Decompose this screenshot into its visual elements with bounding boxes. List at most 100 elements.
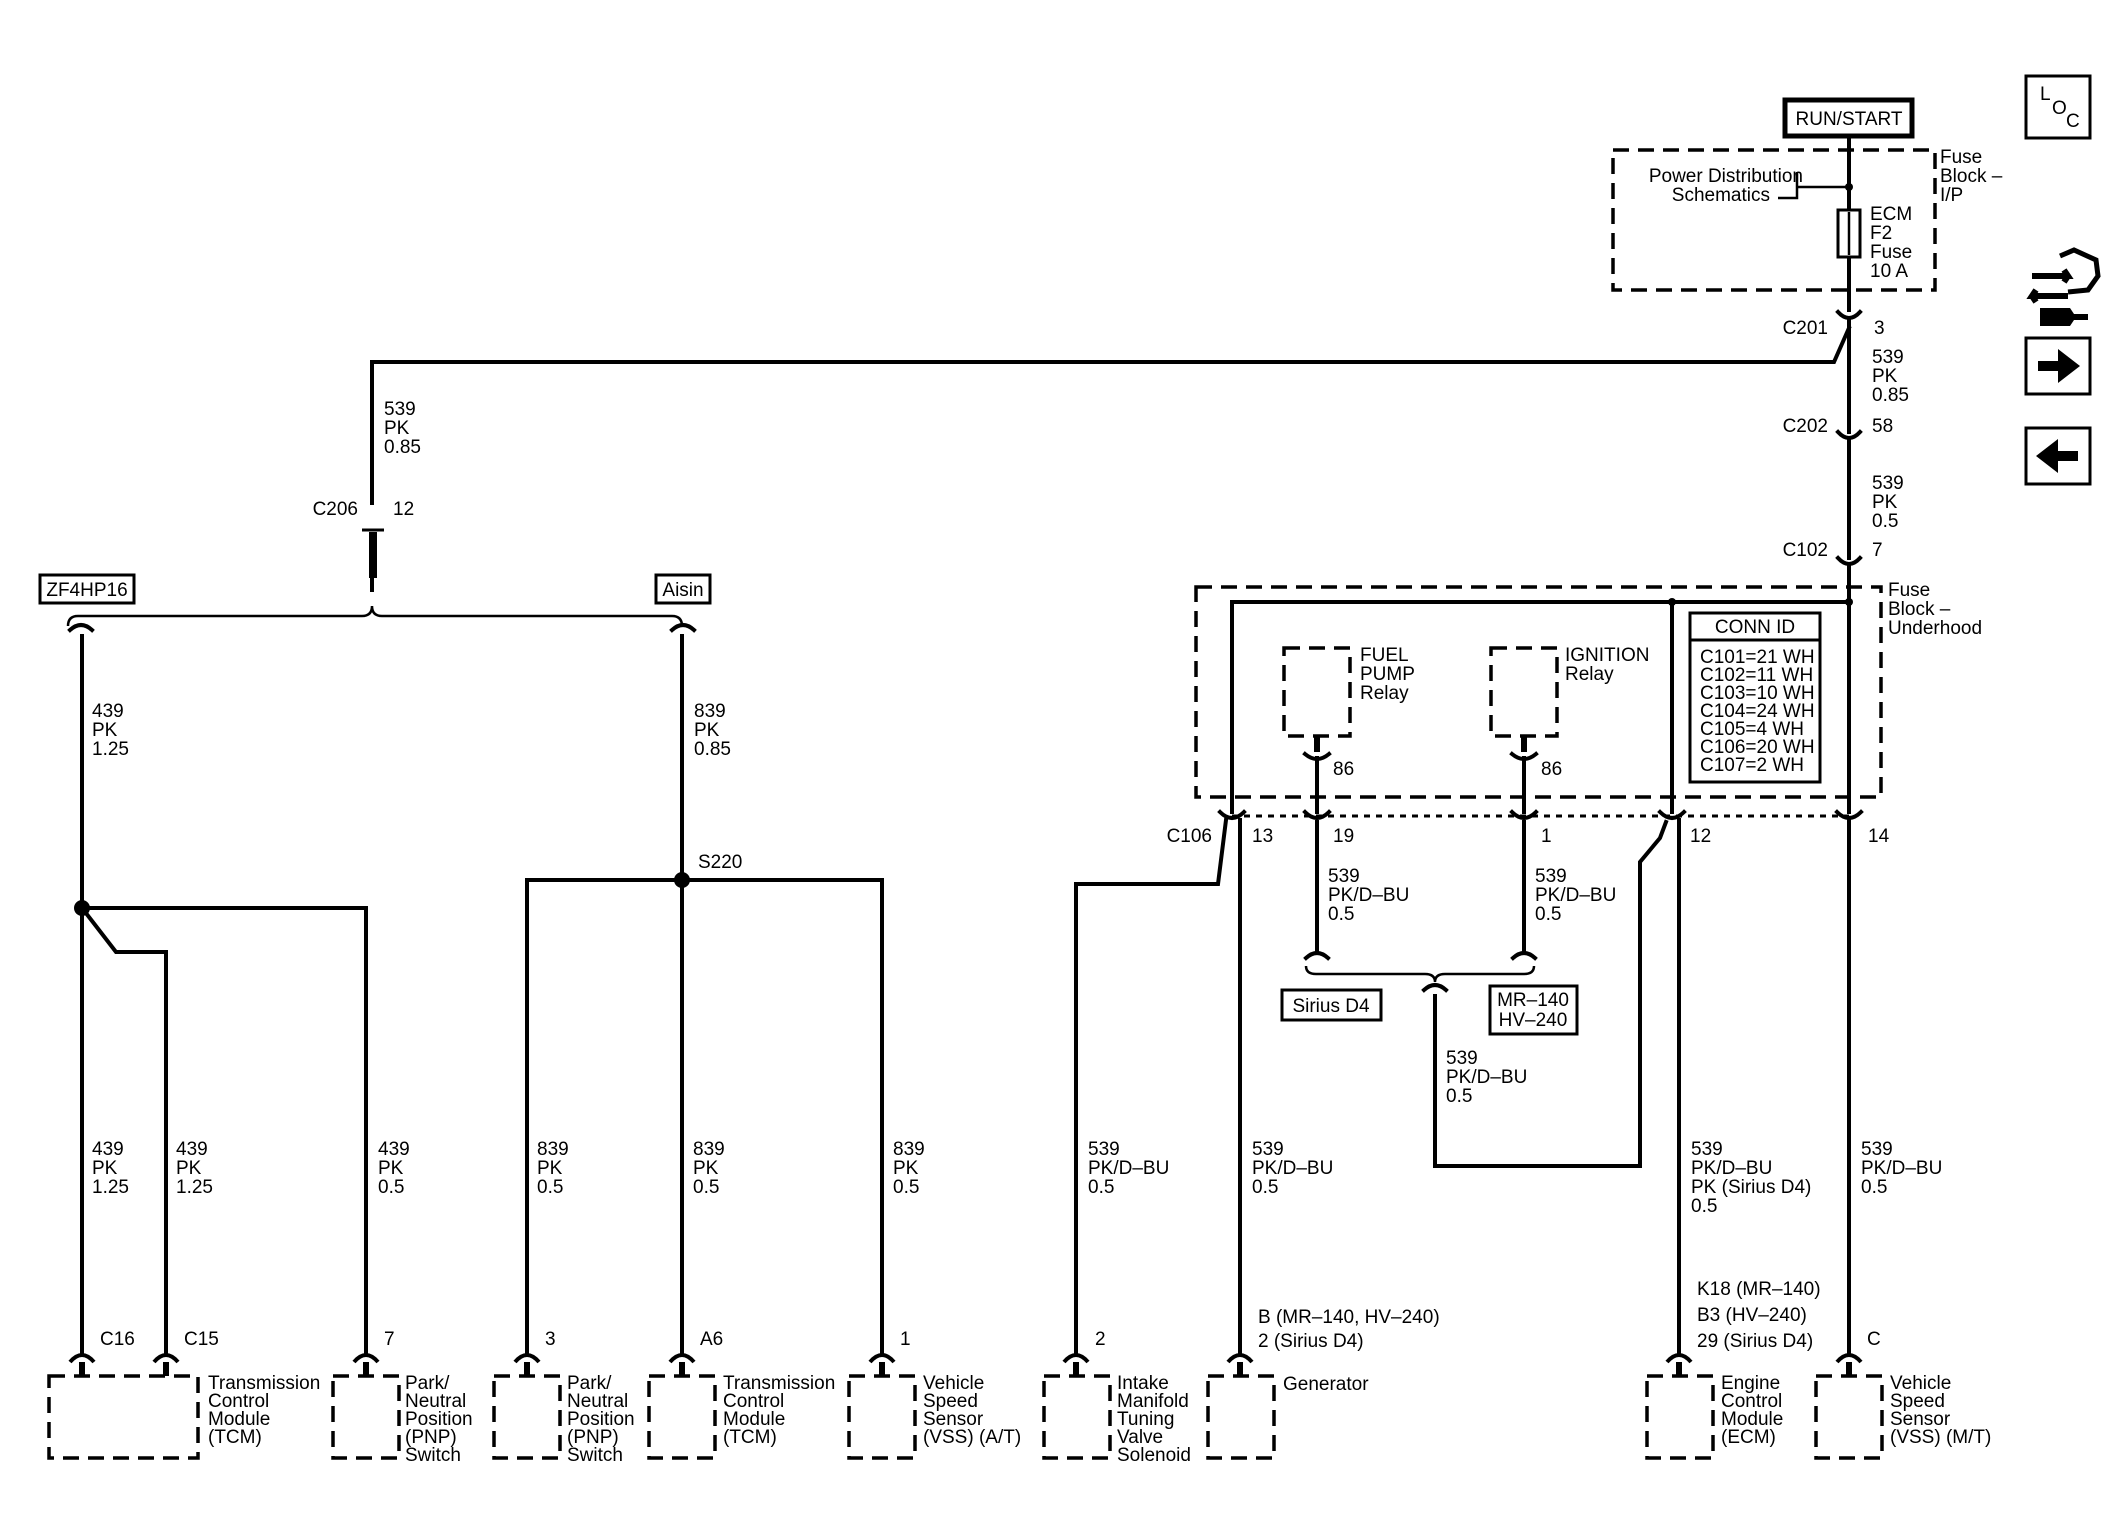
zf-c16-wire-2: PK: [92, 1158, 118, 1179]
terminal-connector: [668, 1353, 696, 1364]
c202-pin: 58: [1872, 416, 1893, 437]
terminal-connector: [1226, 1353, 1254, 1364]
gen-wire-2: PK/D–BU: [1252, 1158, 1333, 1179]
aisin-vss-wire-2: PK: [893, 1158, 919, 1179]
vssmt-3: Sensor: [1890, 1409, 1951, 1430]
aisin-pin-pnp: 3: [545, 1329, 556, 1350]
ign-relay-2: Relay: [1565, 664, 1614, 685]
fuel-relay-1: FUEL: [1360, 645, 1409, 666]
conn-id-row: C102=11 WH: [1700, 665, 1813, 686]
vssmt-component: [1814, 1374, 1884, 1460]
conn-id-row: C101=21 WH: [1700, 647, 1815, 668]
imtv-3: Tuning: [1117, 1409, 1174, 1430]
aisin-pnp-4: (PNP): [567, 1427, 619, 1448]
zf-pnp-wire-1: 439: [378, 1139, 410, 1160]
mr-hv-label-1: MR–140: [1497, 990, 1569, 1011]
c106-pin-12: 12: [1690, 826, 1711, 847]
imtv-2: Manifold: [1117, 1391, 1189, 1412]
c201-label: C201: [1783, 318, 1828, 339]
location-view-button[interactable]: L O C: [2024, 74, 2092, 140]
aisin-pnp-wire-3: 0.5: [537, 1177, 563, 1198]
vssmt-4: (VSS) (M/T): [1890, 1427, 1991, 1448]
sirius-option-label: Sirius D4: [1292, 996, 1370, 1017]
zf-main-wire-3: 1.25: [92, 739, 129, 760]
zf-pnp-wire-3: 0.5: [378, 1177, 404, 1198]
c106-pin-1: 1: [1541, 826, 1552, 847]
next-page-button[interactable]: [2024, 336, 2092, 396]
fuel-out-wire-3: 0.5: [1328, 904, 1354, 925]
terminal-pin: [363, 1362, 369, 1376]
zf-c16-wire-3: 1.25: [92, 1177, 129, 1198]
loc-letter-o: O: [2052, 98, 2067, 119]
zf-option-label: ZF4HP16: [46, 580, 127, 601]
zf-pnp-component: [331, 1374, 401, 1460]
fuse-block-ip-label-1: Fuse: [1940, 147, 1982, 168]
conn-id-row: C107=2 WH: [1700, 755, 1804, 776]
fuel-relay-pin: 86: [1333, 759, 1354, 780]
fuse-label-1: ECM: [1870, 204, 1912, 225]
aisin-pnp-wire-2: PK: [537, 1158, 563, 1179]
gen-wire-3: 0.5: [1252, 1177, 1278, 1198]
aisin-vss-component: [847, 1374, 917, 1460]
terminal-pin: [524, 1362, 530, 1376]
aisin-tcm-2: Control: [723, 1391, 784, 1412]
aisin-main-wire-3: 0.85: [694, 739, 731, 760]
ecm-pin-3: 29 (Sirius D4): [1697, 1331, 1813, 1352]
terminal-pin: [1237, 1362, 1243, 1376]
aisin-pin-vss: 1: [900, 1329, 911, 1350]
generator-component: [1206, 1374, 1276, 1460]
fuse-label-4: 10 A: [1870, 261, 1908, 282]
ecm-3: Module: [1721, 1409, 1783, 1430]
ignition-relay: [1489, 646, 1559, 738]
feed-w2-3: 0.5: [1872, 511, 1898, 532]
zf-pnp-3: Position: [405, 1409, 473, 1430]
aisin-tcm-component: [647, 1374, 717, 1460]
c202-label: C202: [1783, 416, 1828, 437]
zf-tcm-2: Control: [208, 1391, 269, 1412]
vssmt-2: Speed: [1890, 1391, 1945, 1412]
zf-main-wire-2: PK: [92, 720, 118, 741]
imtv-component: [1042, 1374, 1112, 1460]
ign-out-wire-2: PK/D–BU: [1535, 885, 1616, 906]
feed-w1-2: PK: [1872, 366, 1898, 387]
imtv-1: Intake: [1117, 1373, 1169, 1394]
run-start-label: RUN/START: [1796, 109, 1903, 130]
terminal-pin: [879, 1362, 885, 1376]
imtv-4: Valve: [1117, 1427, 1163, 1448]
zf-tcm-1: Transmission: [208, 1373, 320, 1394]
zf-tcm-3: Module: [208, 1409, 270, 1430]
aisin-main-wire-1: 839: [694, 701, 726, 722]
pds-label-2: Schematics: [1672, 185, 1770, 206]
aisin-pnp-1: Park/: [567, 1373, 612, 1394]
aisin-vss-wire-3: 0.5: [893, 1177, 919, 1198]
connector-end-view-button[interactable]: [2026, 247, 2101, 326]
c206-pin: 12: [393, 499, 414, 520]
left-wire-3: 0.85: [384, 437, 421, 458]
wrench-icon: [2040, 308, 2088, 326]
ecm-wire-2: PK/D–BU: [1691, 1158, 1772, 1179]
aisin-tcm-wire-1: 839: [693, 1139, 725, 1160]
c106-pin-13: 13: [1252, 826, 1273, 847]
c106-pin-14: 14: [1868, 826, 1890, 847]
fuse-block-ip-label-3: I/P: [1940, 185, 1963, 206]
sirius-option-box: [1280, 988, 1383, 1022]
option-brace: [66, 605, 684, 627]
component-terminals: [68, 1353, 1863, 1376]
terminal-pin: [163, 1362, 169, 1376]
fuel-pump-relay: [1282, 646, 1352, 738]
underhood-label-1: Fuse: [1888, 580, 1930, 601]
terminal-connector: [1062, 1353, 1090, 1364]
zf-c15-wire-1: 439: [176, 1139, 208, 1160]
terminal-pin: [679, 1362, 685, 1376]
zf-tcm-4: (TCM): [208, 1427, 262, 1448]
previous-page-button[interactable]: [2024, 426, 2092, 486]
c106-pin-19: 19: [1333, 826, 1354, 847]
zf-pnp-4: (PNP): [405, 1427, 457, 1448]
zf-c15-wire-2: PK: [176, 1158, 202, 1179]
aisin-pin-tcm: A6: [700, 1329, 723, 1350]
vssmt-1: Vehicle: [1890, 1373, 1951, 1394]
zf-main-wire-1: 439: [92, 701, 124, 722]
fuse-block-ip-outline: [1611, 148, 1937, 292]
swap-arrows-icon: [2032, 268, 2074, 284]
